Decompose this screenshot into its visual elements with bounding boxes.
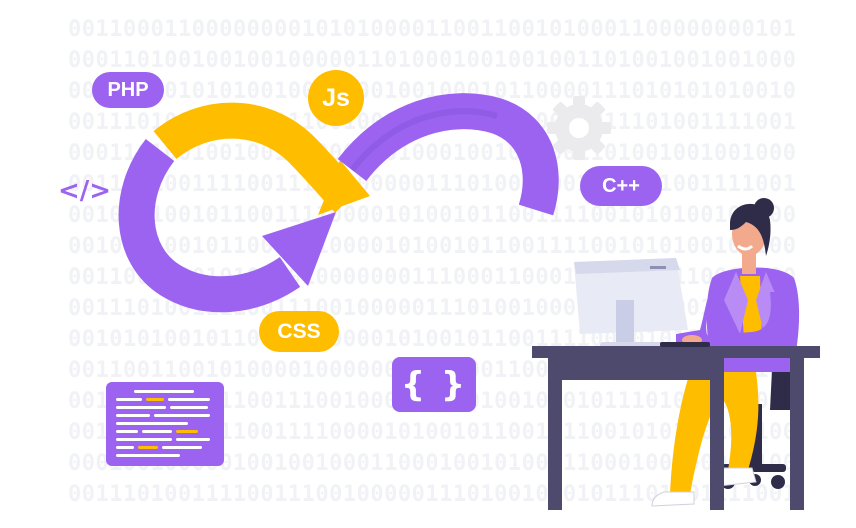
- binary-line: 0010101001011001111000010100101100111100…: [68, 234, 798, 259]
- cpp-badge: C++: [580, 166, 662, 206]
- binary-line: 0011101001111001110010000011101001000101…: [68, 172, 798, 197]
- code-tag-icon: </>: [58, 176, 112, 206]
- js-badge: Js: [308, 70, 364, 126]
- binary-line: 0010101001011001111000010100101100111100…: [68, 203, 798, 228]
- desk: [532, 342, 820, 510]
- gear-icon: [547, 96, 611, 160]
- monitor: [574, 258, 688, 350]
- braces-card: { }: [392, 357, 476, 412]
- php-badge: PHP: [92, 72, 164, 108]
- binary-line: 0011000110000000010101000011001100101000…: [68, 17, 798, 42]
- css-badge: CSS: [259, 311, 339, 352]
- binary-line: 0001101001001001000001101000100100100110…: [68, 48, 798, 73]
- code-panel: [106, 382, 224, 466]
